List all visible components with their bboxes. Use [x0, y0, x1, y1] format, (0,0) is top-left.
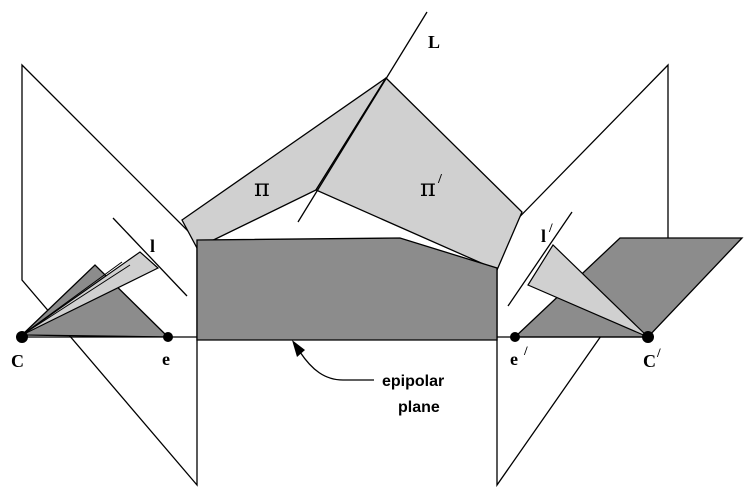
epipolar-line-l-prime — [507, 211, 573, 307]
caption-epipolar: epipolar — [382, 373, 444, 390]
label-l-prime: l — [541, 226, 546, 246]
epipolar-plane-band — [196, 237, 498, 341]
left-dark-triangle — [20, 264, 170, 338]
label-L: L — [428, 32, 440, 52]
epipole-e-prime — [510, 332, 520, 342]
label-e: e — [162, 349, 170, 369]
label-pi-prime: π — [420, 174, 436, 202]
left-light-triangle — [21, 251, 160, 336]
left-ray-1 — [21, 261, 123, 336]
label-C-prime: C — [643, 351, 656, 371]
caption-plane: plane — [398, 399, 440, 416]
label-e-prime: e — [510, 349, 518, 369]
label-C-prime-mark: / — [656, 345, 661, 360]
label-pi-prime-mark: / — [437, 172, 443, 187]
left-ray-2 — [21, 264, 131, 336]
right-light-triangle — [527, 244, 649, 338]
epipolar-line-l — [112, 217, 188, 297]
label-pi: π — [254, 174, 270, 202]
camera-center-C — [16, 331, 28, 343]
label-C: C — [11, 351, 24, 371]
label-l: l — [150, 236, 155, 256]
line-L — [297, 11, 428, 223]
caption-arrow — [299, 351, 374, 381]
camera-center-C-prime — [642, 331, 654, 343]
epipole-e — [163, 332, 173, 342]
caption-arrow-head — [292, 340, 305, 357]
label-l-prime-mark: / — [548, 220, 553, 235]
label-e-prime-mark: / — [523, 343, 528, 358]
